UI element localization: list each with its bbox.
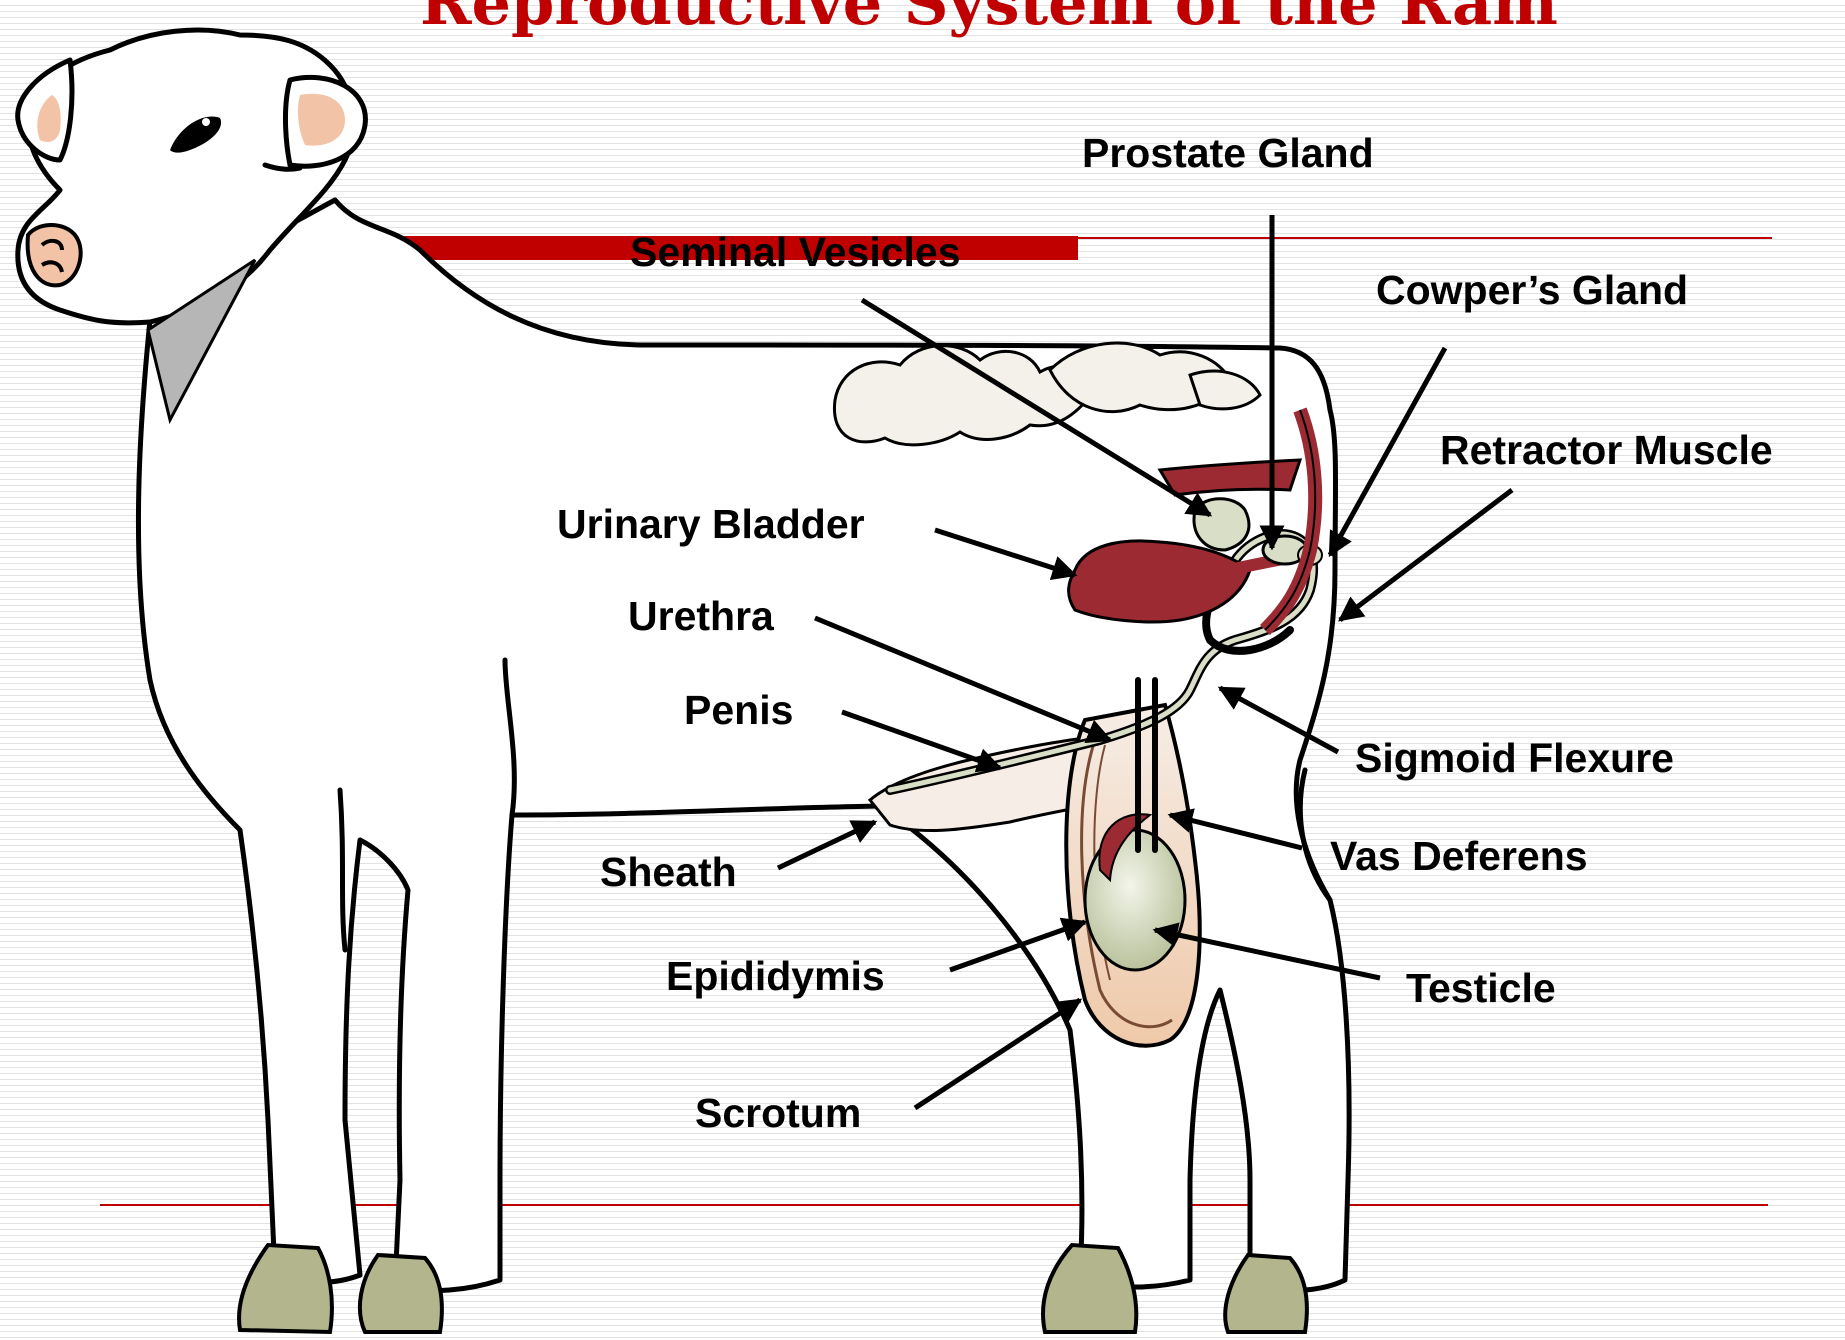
arrow-retractor bbox=[1340, 490, 1512, 620]
seminal-vesicle-shape bbox=[1194, 499, 1249, 550]
label-epididymis: Epididymis bbox=[666, 956, 885, 997]
label-prostate-gland: Prostate Gland bbox=[1082, 133, 1374, 174]
label-urinary-bladder: Urinary Bladder bbox=[557, 504, 865, 545]
label-vas-deferens: Vas Deferens bbox=[1330, 836, 1588, 877]
label-penis: Penis bbox=[684, 690, 793, 731]
nose bbox=[28, 225, 81, 285]
arrow-sheath bbox=[778, 822, 875, 868]
label-urethra: Urethra bbox=[628, 596, 774, 637]
ram-body bbox=[18, 30, 1349, 1290]
slide-title: Reproductive System of the Ram bbox=[420, 0, 1558, 39]
label-sigmoid-flexure: Sigmoid Flexure bbox=[1355, 738, 1674, 779]
label-cowpers-gland: Cowper’s Gland bbox=[1376, 270, 1688, 311]
arrow-cowpers bbox=[1330, 348, 1445, 555]
label-scrotum: Scrotum bbox=[695, 1093, 861, 1134]
label-testicle: Testicle bbox=[1406, 968, 1556, 1009]
arrow-scrotum bbox=[915, 1000, 1080, 1108]
label-seminal-vesicles: Seminal Vesicles bbox=[630, 232, 961, 273]
label-retractor-muscle: Retractor Muscle bbox=[1440, 430, 1773, 471]
label-sheath: Sheath bbox=[600, 852, 737, 893]
